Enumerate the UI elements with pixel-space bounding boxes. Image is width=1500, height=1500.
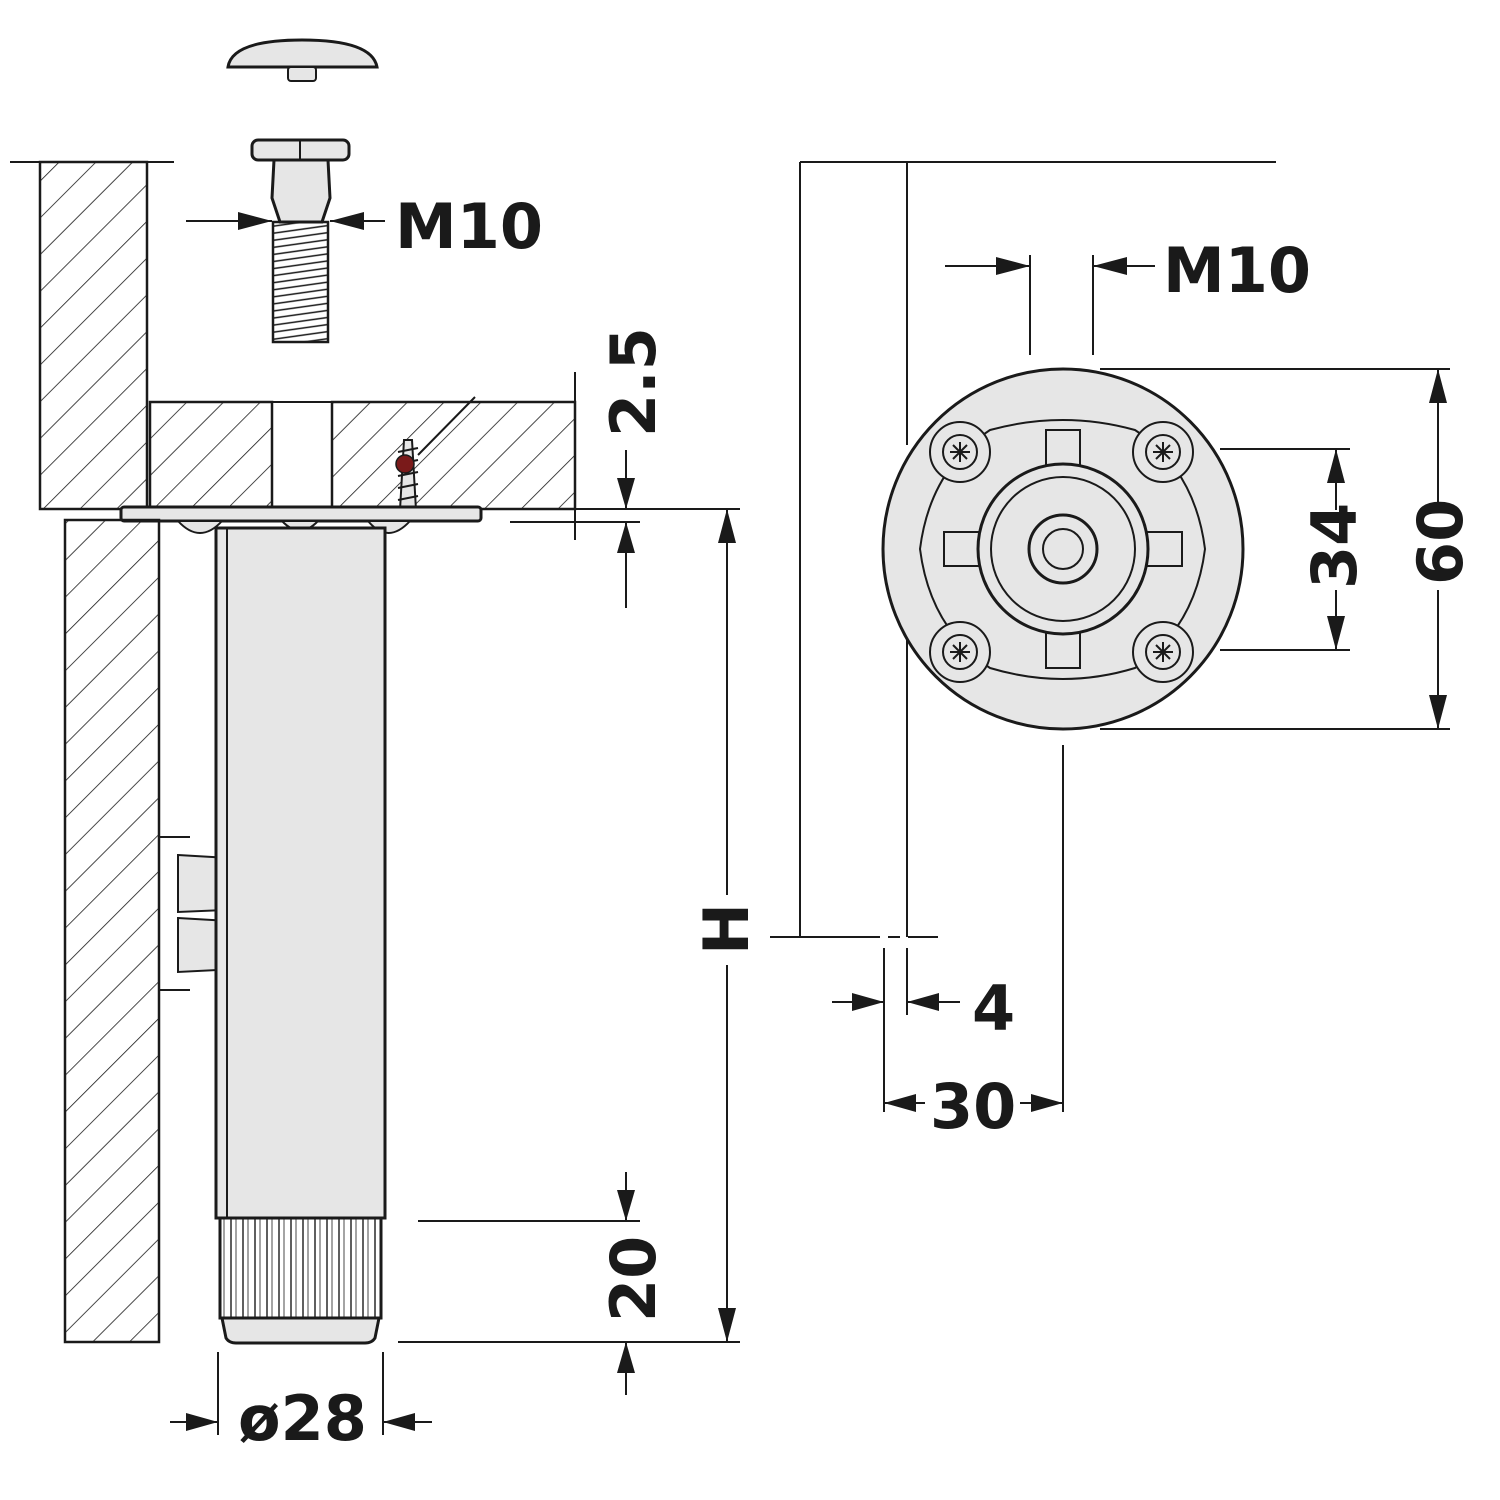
plate-diameter-dimension: 60 — [1100, 368, 1477, 730]
plate-thickness-dimension: 2.5 — [488, 327, 670, 608]
foot-height-label: 20 — [597, 1236, 670, 1322]
plate-diameter-label: 60 — [1404, 499, 1477, 585]
height-label: H — [690, 903, 763, 955]
fixing-screw — [250, 138, 351, 344]
cover-cap — [226, 38, 379, 82]
plan-view: M10 34 60 — [770, 161, 1477, 1143]
leg-tube — [214, 526, 387, 1220]
adjustable-foot — [218, 1216, 383, 1345]
center-offset-dimension: 30 — [884, 745, 1064, 1143]
side-view: M10 2.5 H — [10, 38, 763, 1455]
screw-hole-bottom-right — [1132, 621, 1194, 683]
diameter-dimension: ø28 — [170, 1352, 432, 1455]
screw-thread-label: M10 — [395, 190, 543, 263]
mounting-plate — [119, 505, 483, 534]
side-panel-lower — [63, 518, 161, 1344]
plate-thread-label: M10 — [1163, 234, 1311, 307]
edge-offset-dimension: 4 — [832, 948, 1015, 1112]
screw-hole-bottom-left — [929, 621, 991, 683]
center-offset-label: 30 — [930, 1070, 1016, 1143]
height-dimension: H — [398, 508, 763, 1343]
plate-thickness-label: 2.5 — [597, 327, 670, 437]
panel-outline — [770, 161, 1276, 938]
round-mounting-plate — [881, 367, 1245, 731]
plate-thread-dimension: M10 — [945, 234, 1311, 355]
screw-holes — [929, 421, 1194, 683]
foot-height-dimension: 20 — [418, 1172, 670, 1395]
hole-spacing-dimension: 34 — [1220, 448, 1371, 651]
diameter-label: ø28 — [238, 1382, 367, 1455]
hole-spacing-label: 34 — [1298, 503, 1371, 589]
cabinet-bottom — [148, 400, 577, 511]
side-panel-upper — [38, 160, 149, 511]
screw-thread-dimension: M10 — [186, 190, 543, 263]
screw-hole-top-left — [929, 421, 991, 483]
screw-hole-top-right — [1132, 421, 1194, 483]
edge-offset-label: 4 — [972, 972, 1015, 1045]
